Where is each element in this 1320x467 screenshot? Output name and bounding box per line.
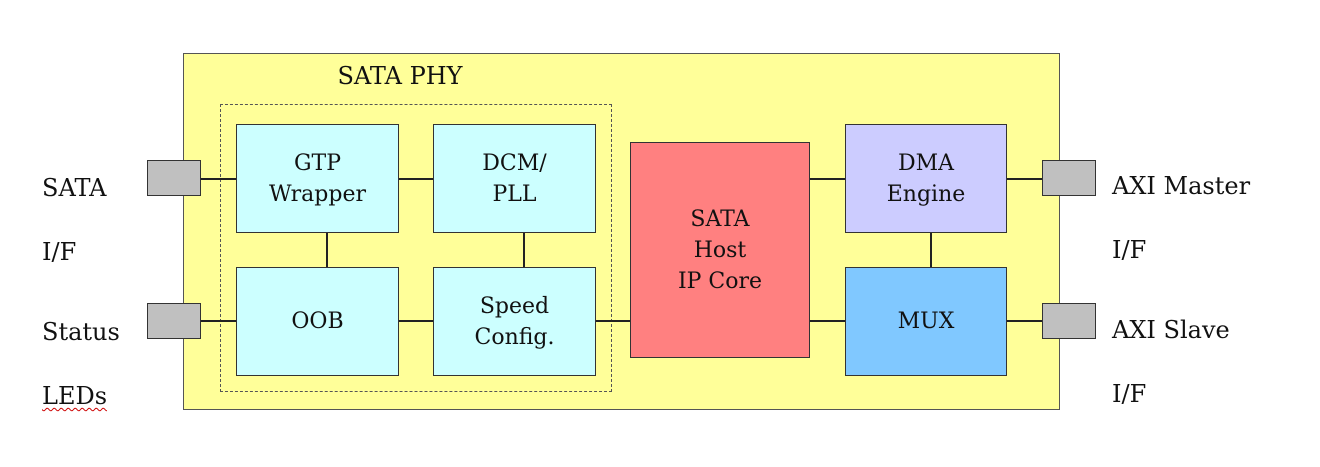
wire-dcm-speed (523, 232, 525, 268)
dcm-pll-block: DCM/ PLL (433, 124, 596, 233)
wire-host-dma (809, 178, 846, 180)
axi-slave-line2: I/F (1112, 380, 1147, 408)
status-leds-port (147, 303, 201, 339)
gtp-wrapper-block: GTP Wrapper (236, 124, 399, 233)
axi-master-line1: AXI Master (1112, 172, 1251, 200)
wire-gtp-dcm (398, 178, 434, 180)
sata-host-ip-core-block: SATA Host IP Core (630, 142, 810, 358)
speed-config-block: Speed Config. (433, 267, 596, 376)
axi-slave-line1: AXI Slave (1112, 316, 1230, 344)
sata-if-line2: I/F (42, 238, 77, 266)
axi-master-port (1042, 160, 1096, 196)
wire-sata-gtp (201, 178, 237, 180)
wire-host-mux (809, 320, 846, 322)
dma-engine-block: DMA Engine (845, 124, 1007, 233)
mux-block: MUX (845, 267, 1007, 376)
oob-block: OOB (236, 267, 399, 376)
wire-oob-speed (398, 320, 434, 322)
sata-if-port (147, 160, 201, 196)
wire-speed-host (595, 320, 631, 322)
wire-mux-axi-slave (1005, 320, 1043, 322)
axi-slave-port (1042, 303, 1096, 339)
sata-phy-group (220, 104, 612, 392)
sata-if-line1: SATA (42, 174, 107, 202)
status-leds-line1: Status (42, 318, 120, 346)
wire-dma-axi-master (1005, 178, 1043, 180)
status-leds-label: Status LEDs (42, 284, 120, 412)
axi-master-label: AXI Master I/F (1112, 138, 1250, 298)
wire-dma-mux (930, 232, 932, 268)
axi-slave-label: AXI Slave I/F (1112, 282, 1230, 442)
sata-if-label: SATA I/F (42, 140, 107, 300)
speed-label: Speed Config. (474, 293, 555, 350)
wire-leds-oob (201, 320, 237, 322)
status-leds-line2: LEDs (42, 382, 108, 410)
sata-phy-label: SATA PHY (337, 62, 463, 90)
axi-master-line2: I/F (1112, 236, 1147, 264)
wire-gtp-oob (326, 232, 328, 268)
